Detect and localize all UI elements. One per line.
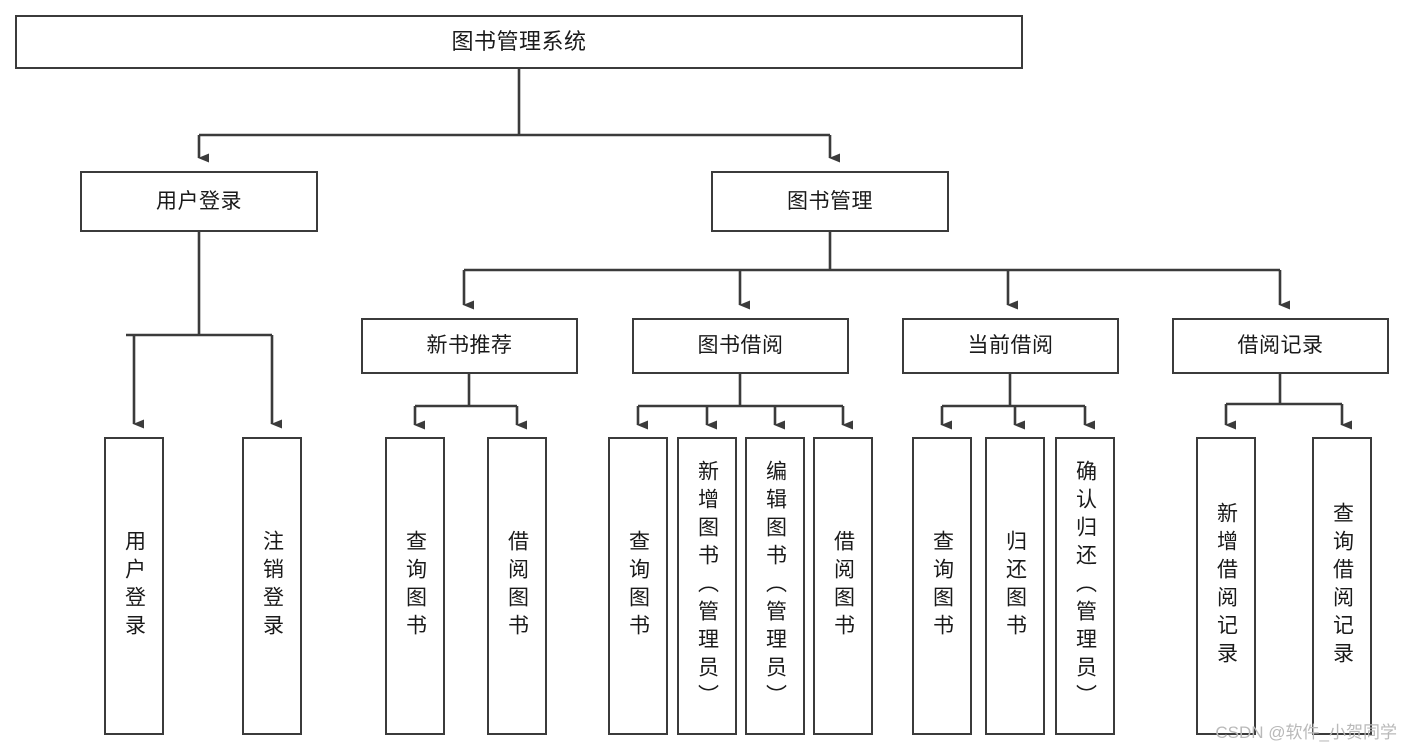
node-leaf-query-record-label: 查询借阅记录 <box>1330 502 1354 670</box>
node-leaf-query-book-2[interactable]: 查询图书 <box>608 437 668 735</box>
node-leaf-edit-book-label: 编辑图书（管理员） <box>763 460 787 712</box>
node-leaf-add-book[interactable]: 新增图书（管理员） <box>677 437 737 735</box>
node-borrow-record-label: 借阅记录 <box>1237 334 1324 358</box>
node-borrow-record[interactable]: 借阅记录 <box>1172 318 1389 374</box>
node-leaf-query-book-3-label: 查询图书 <box>930 530 954 642</box>
node-leaf-borrow-book-2[interactable]: 借阅图书 <box>813 437 873 735</box>
node-leaf-add-book-label: 新增图书（管理员） <box>695 460 719 712</box>
node-leaf-user-logout-label: 注销登录 <box>260 530 284 642</box>
watermark-text: CSDN @软件_小贺同学 <box>1215 723 1397 742</box>
node-current-borrow-label: 当前借阅 <box>967 334 1054 358</box>
node-book-borrow-label: 图书借阅 <box>697 334 784 358</box>
node-leaf-query-book-3[interactable]: 查询图书 <box>912 437 972 735</box>
node-leaf-add-record[interactable]: 新增借阅记录 <box>1196 437 1256 735</box>
node-leaf-return-book-label: 归还图书 <box>1003 530 1027 642</box>
node-leaf-add-record-label: 新增借阅记录 <box>1214 502 1238 670</box>
node-leaf-edit-book[interactable]: 编辑图书（管理员） <box>745 437 805 735</box>
node-user-login-label: 用户登录 <box>156 189 242 213</box>
node-new-book-recommend[interactable]: 新书推荐 <box>361 318 578 374</box>
node-leaf-confirm-return-label: 确认归还（管理员） <box>1073 460 1097 712</box>
node-current-borrow[interactable]: 当前借阅 <box>902 318 1119 374</box>
node-book-manage-label: 图书管理 <box>787 189 873 213</box>
node-leaf-query-record[interactable]: 查询借阅记录 <box>1312 437 1372 735</box>
node-user-login[interactable]: 用户登录 <box>80 171 318 232</box>
node-root[interactable]: 图书管理系统 <box>15 15 1023 69</box>
node-new-book-recommend-label: 新书推荐 <box>426 334 513 358</box>
node-root-label: 图书管理系统 <box>451 28 587 54</box>
node-leaf-user-login-label: 用户登录 <box>122 530 146 642</box>
node-leaf-user-login[interactable]: 用户登录 <box>104 437 164 735</box>
node-book-borrow[interactable]: 图书借阅 <box>632 318 849 374</box>
node-leaf-return-book[interactable]: 归还图书 <box>985 437 1045 735</box>
node-leaf-user-logout[interactable]: 注销登录 <box>242 437 302 735</box>
node-leaf-borrow-book-1-label: 借阅图书 <box>505 530 529 642</box>
node-leaf-confirm-return[interactable]: 确认归还（管理员） <box>1055 437 1115 735</box>
node-leaf-query-book-2-label: 查询图书 <box>626 530 650 642</box>
node-book-manage[interactable]: 图书管理 <box>711 171 949 232</box>
node-leaf-borrow-book-1[interactable]: 借阅图书 <box>487 437 547 735</box>
node-leaf-borrow-book-2-label: 借阅图书 <box>831 530 855 642</box>
node-leaf-query-book-1[interactable]: 查询图书 <box>385 437 445 735</box>
node-leaf-query-book-1-label: 查询图书 <box>403 530 427 642</box>
